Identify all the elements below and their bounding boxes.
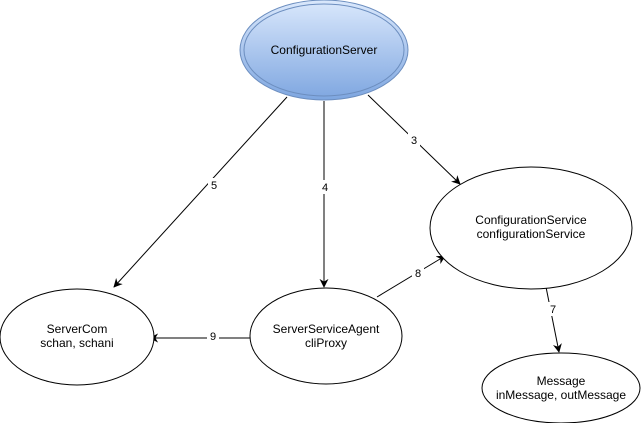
node-message[interactable]: Message inMessage, outMessage <box>481 352 641 423</box>
edge-3: 3 <box>367 94 461 185</box>
node-server-com[interactable]: ServerCom schan, schani <box>0 288 155 386</box>
node-server-service-agent[interactable]: ServerServiceAgent cliProxy <box>249 287 403 385</box>
edge-5: 5 <box>113 96 288 288</box>
edge-7-label: 7 <box>550 304 556 316</box>
edge-4: 4 <box>319 101 331 288</box>
edge-8-label: 8 <box>415 268 421 280</box>
node-configuration-service-name: ConfigurationService <box>475 213 587 227</box>
edge-3-label: 3 <box>411 135 417 147</box>
node-server-com-name: ServerCom <box>47 322 108 336</box>
edge-8: 8 <box>376 255 446 298</box>
node-message-name: Message <box>537 374 586 388</box>
edge-5-label: 5 <box>211 180 217 192</box>
edge-7: 7 <box>545 286 562 353</box>
node-configuration-service-instance: configurationService <box>477 227 586 241</box>
node-server-service-agent-name: ServerServiceAgent <box>273 322 380 336</box>
node-configuration-server-label: ConfigurationServer <box>271 43 378 57</box>
node-server-service-agent-instance: cliProxy <box>305 336 347 350</box>
node-configuration-server[interactable]: ConfigurationServer <box>239 0 409 101</box>
node-message-instance: inMessage, outMessage <box>496 388 626 402</box>
edge-4-label: 4 <box>322 182 328 194</box>
edge-9-label: 9 <box>210 331 216 343</box>
edge-9: 9 <box>149 330 250 344</box>
node-configuration-service[interactable]: ConfigurationService configurationServic… <box>429 166 633 290</box>
node-server-com-instance: schan, schani <box>40 336 113 350</box>
